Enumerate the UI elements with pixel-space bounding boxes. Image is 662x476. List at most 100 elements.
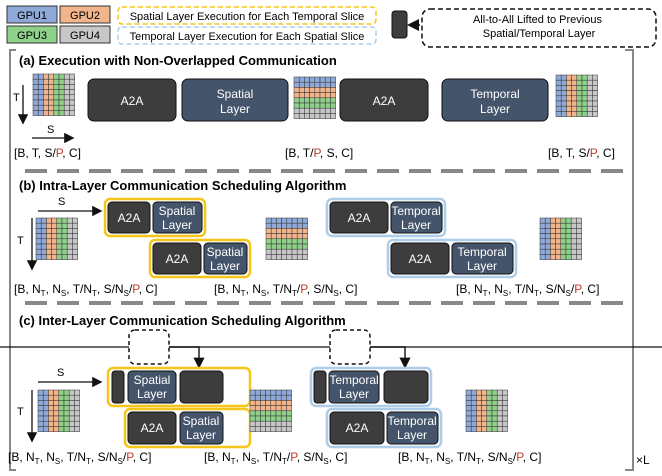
grid-cell (324, 113, 331, 119)
grid-cell (260, 394, 266, 401)
grid-cell (555, 85, 562, 91)
grid-cell (286, 228, 293, 234)
grid-cell (470, 389, 477, 396)
spatial-box-b2 (203, 242, 248, 275)
spatial-label-c2-1: Spatial (183, 414, 220, 428)
grid-cell (470, 405, 477, 412)
grid-cell (53, 110, 60, 116)
grid-cell (51, 222, 58, 229)
grid-c3 (465, 389, 508, 432)
grid-cell (293, 92, 300, 99)
grid-cell (565, 238, 572, 245)
grid-cell (486, 394, 493, 401)
grid-cell (304, 81, 310, 88)
grid-cell (53, 400, 60, 406)
grid-cell (502, 394, 508, 401)
grid-cell (265, 228, 272, 234)
temporal-label-c2-2: Layer (397, 428, 427, 442)
grid-cell (46, 248, 52, 255)
grid-cell (304, 102, 310, 109)
grid-cell (265, 394, 272, 401)
grid-cell (63, 415, 70, 422)
grid-cell (309, 113, 316, 119)
temporal-label-c1-1: Temporal (329, 373, 378, 387)
grid-cell (275, 410, 282, 417)
grid-cell (43, 99, 49, 106)
grid-cell (486, 400, 493, 406)
grid-cell (565, 222, 572, 229)
grid-cell (544, 222, 551, 229)
grid-cell (330, 81, 336, 88)
grid-cell (260, 405, 266, 412)
grid-cell (58, 94, 65, 101)
grid-cell (37, 94, 44, 101)
grid-cell (63, 420, 70, 427)
grid-cell (586, 90, 593, 97)
grid-cell (576, 217, 582, 224)
a2a-box-c4 (329, 411, 385, 445)
grid-cell (280, 405, 287, 412)
grid-cell (560, 248, 567, 255)
grid-cell (470, 415, 477, 422)
grid-cell (571, 74, 578, 81)
grid-cell (66, 217, 73, 224)
tensor-shape-c2: [B, NT, NS, T/NT/P, S/NS, C] (204, 450, 347, 466)
grid-cell (63, 99, 70, 106)
grid-cell (555, 254, 562, 260)
grid-cell (260, 426, 266, 432)
grid-cell (35, 228, 42, 234)
grid-cell (314, 92, 321, 99)
grid-cell (63, 389, 70, 396)
temporal-label-b2-2: Layer (467, 259, 497, 273)
grid-cell (502, 389, 508, 396)
grid-cell (581, 111, 588, 117)
grid-cell (53, 389, 60, 396)
grid-cell (476, 426, 482, 432)
grid-cell (249, 415, 256, 422)
grid-cell (260, 400, 266, 406)
legend-spatial-exec-box (117, 6, 377, 25)
spatial-label-b1-2: Layer (162, 218, 192, 232)
grid-cell (43, 78, 49, 85)
legend-gpu2-label: GPU2 (70, 10, 100, 22)
grid-cell (304, 107, 310, 114)
grid-cell (37, 78, 44, 85)
legend-spatial-exec-text: Spatial Layer Execution for Each Tempora… (130, 11, 365, 23)
grid-c2 (249, 389, 292, 432)
grid-cell (314, 81, 321, 88)
grid-cell (68, 415, 75, 422)
grid-cell (43, 94, 49, 101)
grid-cell (293, 87, 300, 93)
grid-cell (298, 81, 305, 88)
grid-cell (270, 420, 277, 427)
grid-cell (37, 400, 44, 406)
grid-cell (560, 254, 567, 260)
grid-cell (37, 104, 44, 111)
grid-cell (476, 400, 482, 406)
grid-cell (270, 217, 277, 224)
grid-cell (63, 405, 70, 412)
grid-cell (53, 84, 60, 90)
grid-cell (265, 233, 272, 240)
grid-cell (560, 90, 567, 97)
grid-cell (286, 243, 293, 250)
section-b-title: (b) Intra-Layer Communication Scheduling… (19, 178, 346, 193)
grid-cell (270, 415, 277, 422)
grid-cell (276, 238, 282, 245)
grid-cell (555, 233, 562, 240)
grid-cell (330, 92, 336, 99)
grid-cell (280, 426, 287, 432)
legend-lifted-line2: Spatial/Temporal Layer (483, 28, 596, 40)
grid-cell (286, 426, 292, 432)
grid-cell (496, 426, 503, 432)
grid-cell (72, 228, 78, 234)
temporal-label-a-2: Layer (480, 102, 510, 116)
legend-gpu3 (6, 25, 58, 44)
lift-arrow-2 (370, 346, 411, 369)
temporal-group-c2-border (325, 407, 443, 449)
grid-cell (275, 415, 282, 422)
grid-cell (249, 389, 256, 396)
grid-cell (481, 415, 488, 422)
legend-gpu1-label: GPU1 (17, 10, 47, 22)
grid-cell (291, 233, 298, 240)
